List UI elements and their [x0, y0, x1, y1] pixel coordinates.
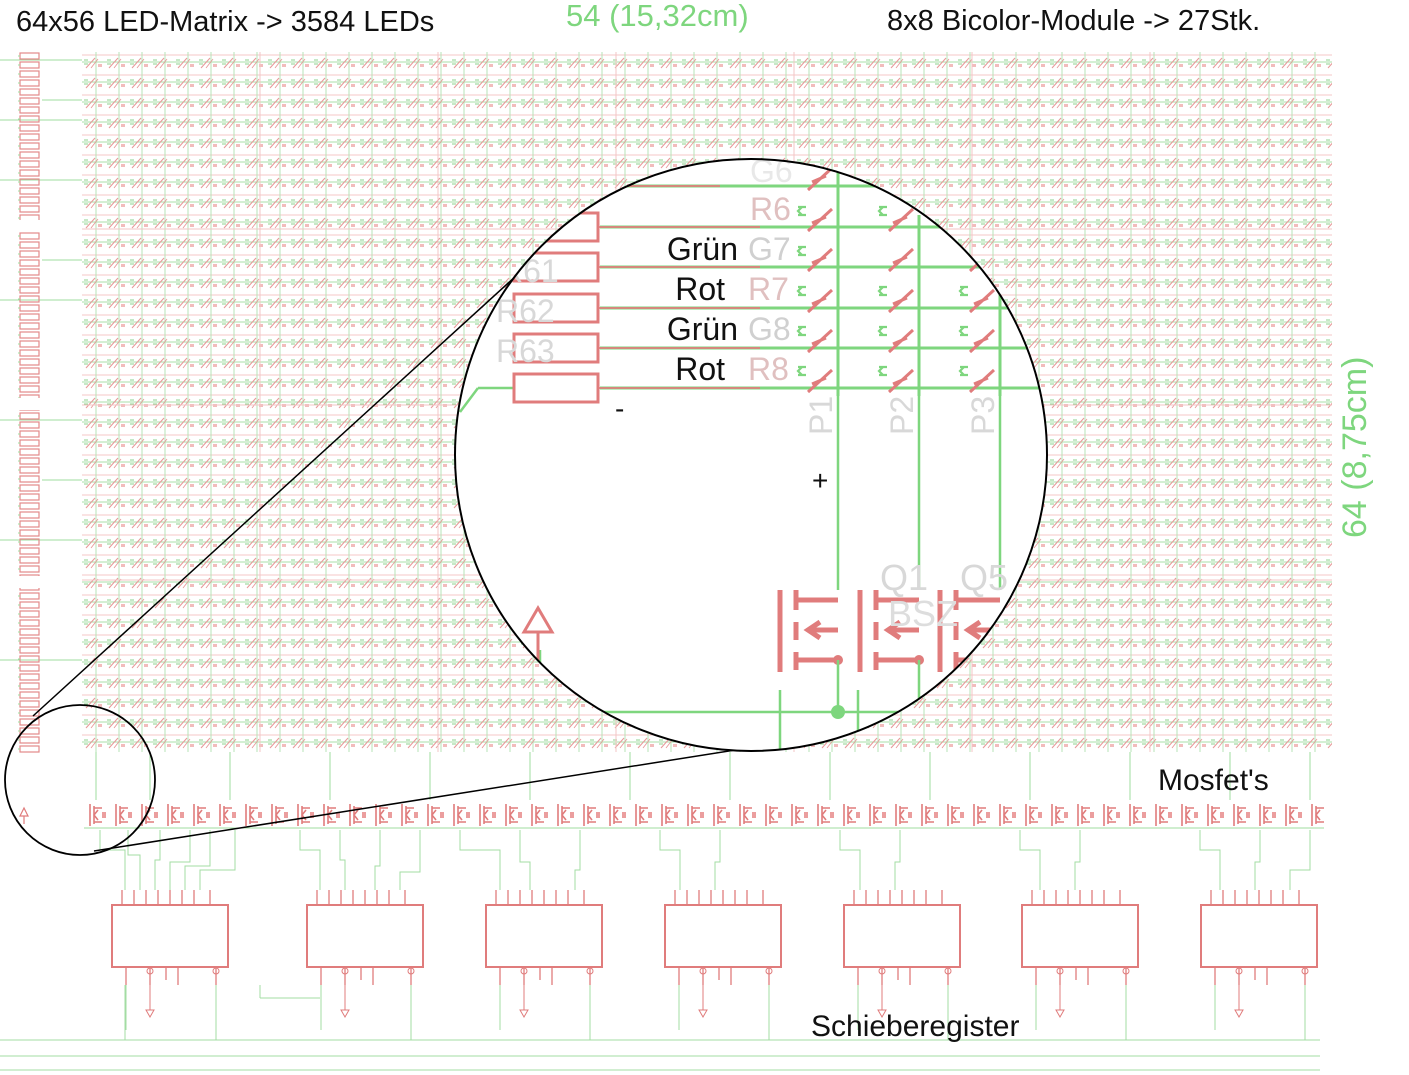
- zoom-minus-label: -: [615, 393, 624, 424]
- shift-register-label: Schieberegister: [811, 1010, 1020, 1043]
- zoom-row-pin: R7: [748, 271, 789, 307]
- zoom-row-pin: G8: [748, 311, 791, 347]
- resistor-stack-4: [18, 588, 42, 754]
- bottom-bus: [0, 985, 1320, 1071]
- shift-register-chip: [1200, 890, 1318, 1040]
- zoom-row-name: Grün: [667, 311, 738, 347]
- zoom-resistor-label: R62: [496, 293, 555, 329]
- height-dimension-label: 64 (8,75cm): [1336, 356, 1374, 538]
- junction-dot-icon: [831, 705, 845, 719]
- ground-arrow-icon: [19, 806, 29, 824]
- matrix-summary-label: 64x56 LED-Matrix -> 3584 LEDs: [16, 6, 435, 38]
- zoom-upper-pin: R6: [750, 191, 791, 227]
- shift-register-chip: [485, 890, 603, 1040]
- shift-register-chip: [843, 890, 961, 1040]
- zoom-resistor-label: R63: [496, 333, 555, 369]
- zoom-column-label: P2: [884, 396, 920, 435]
- module-summary-label: 8x8 Bicolor-Module -> 27Stk.: [887, 5, 1261, 37]
- shift-register-chips: [111, 890, 1318, 1040]
- width-dimension-label: 54 (15,32cm): [566, 0, 749, 33]
- zoom-callout-lines: [32, 264, 781, 852]
- mosfet-row: [84, 800, 1324, 830]
- zoom-plus-label: +: [812, 465, 828, 496]
- zoom-transistor-label: Q1: [880, 557, 928, 598]
- ground-arrow-icon: [521, 605, 555, 660]
- resistor-stack-3: [18, 410, 42, 576]
- zoom-row-name: Grün: [667, 231, 738, 267]
- mosfets-label: Mosfet's: [1158, 764, 1269, 797]
- led-symbol-icon: [796, 166, 996, 394]
- zoom-column-label: P3: [965, 396, 1001, 435]
- resistor-stack-1: [18, 52, 42, 220]
- shift-register-chip: [111, 890, 229, 1040]
- zoom-transistor-type: BSZ: [888, 593, 958, 634]
- zoom-column-label: P1: [803, 396, 839, 435]
- zoom-circle-outline: [454, 158, 1048, 752]
- gate-wires: [99, 830, 1311, 890]
- shift-register-chip: [1021, 890, 1139, 1040]
- zoom-row-pin: G7: [748, 231, 791, 267]
- zoom-transistor-label: Q5: [960, 557, 1008, 598]
- zoom-source-circle: [4, 704, 156, 856]
- zoom-row-name: Rot: [675, 271, 725, 307]
- zoom-row-pin: R8: [748, 351, 789, 387]
- zoom-row-name: Rot: [675, 351, 725, 387]
- column-wires: [95, 752, 1311, 800]
- shift-register-chip: [306, 890, 424, 1040]
- resistor-stack-2: [18, 232, 42, 398]
- zoom-upper-pin: G6: [750, 153, 793, 189]
- shift-register-chip: [664, 890, 782, 1040]
